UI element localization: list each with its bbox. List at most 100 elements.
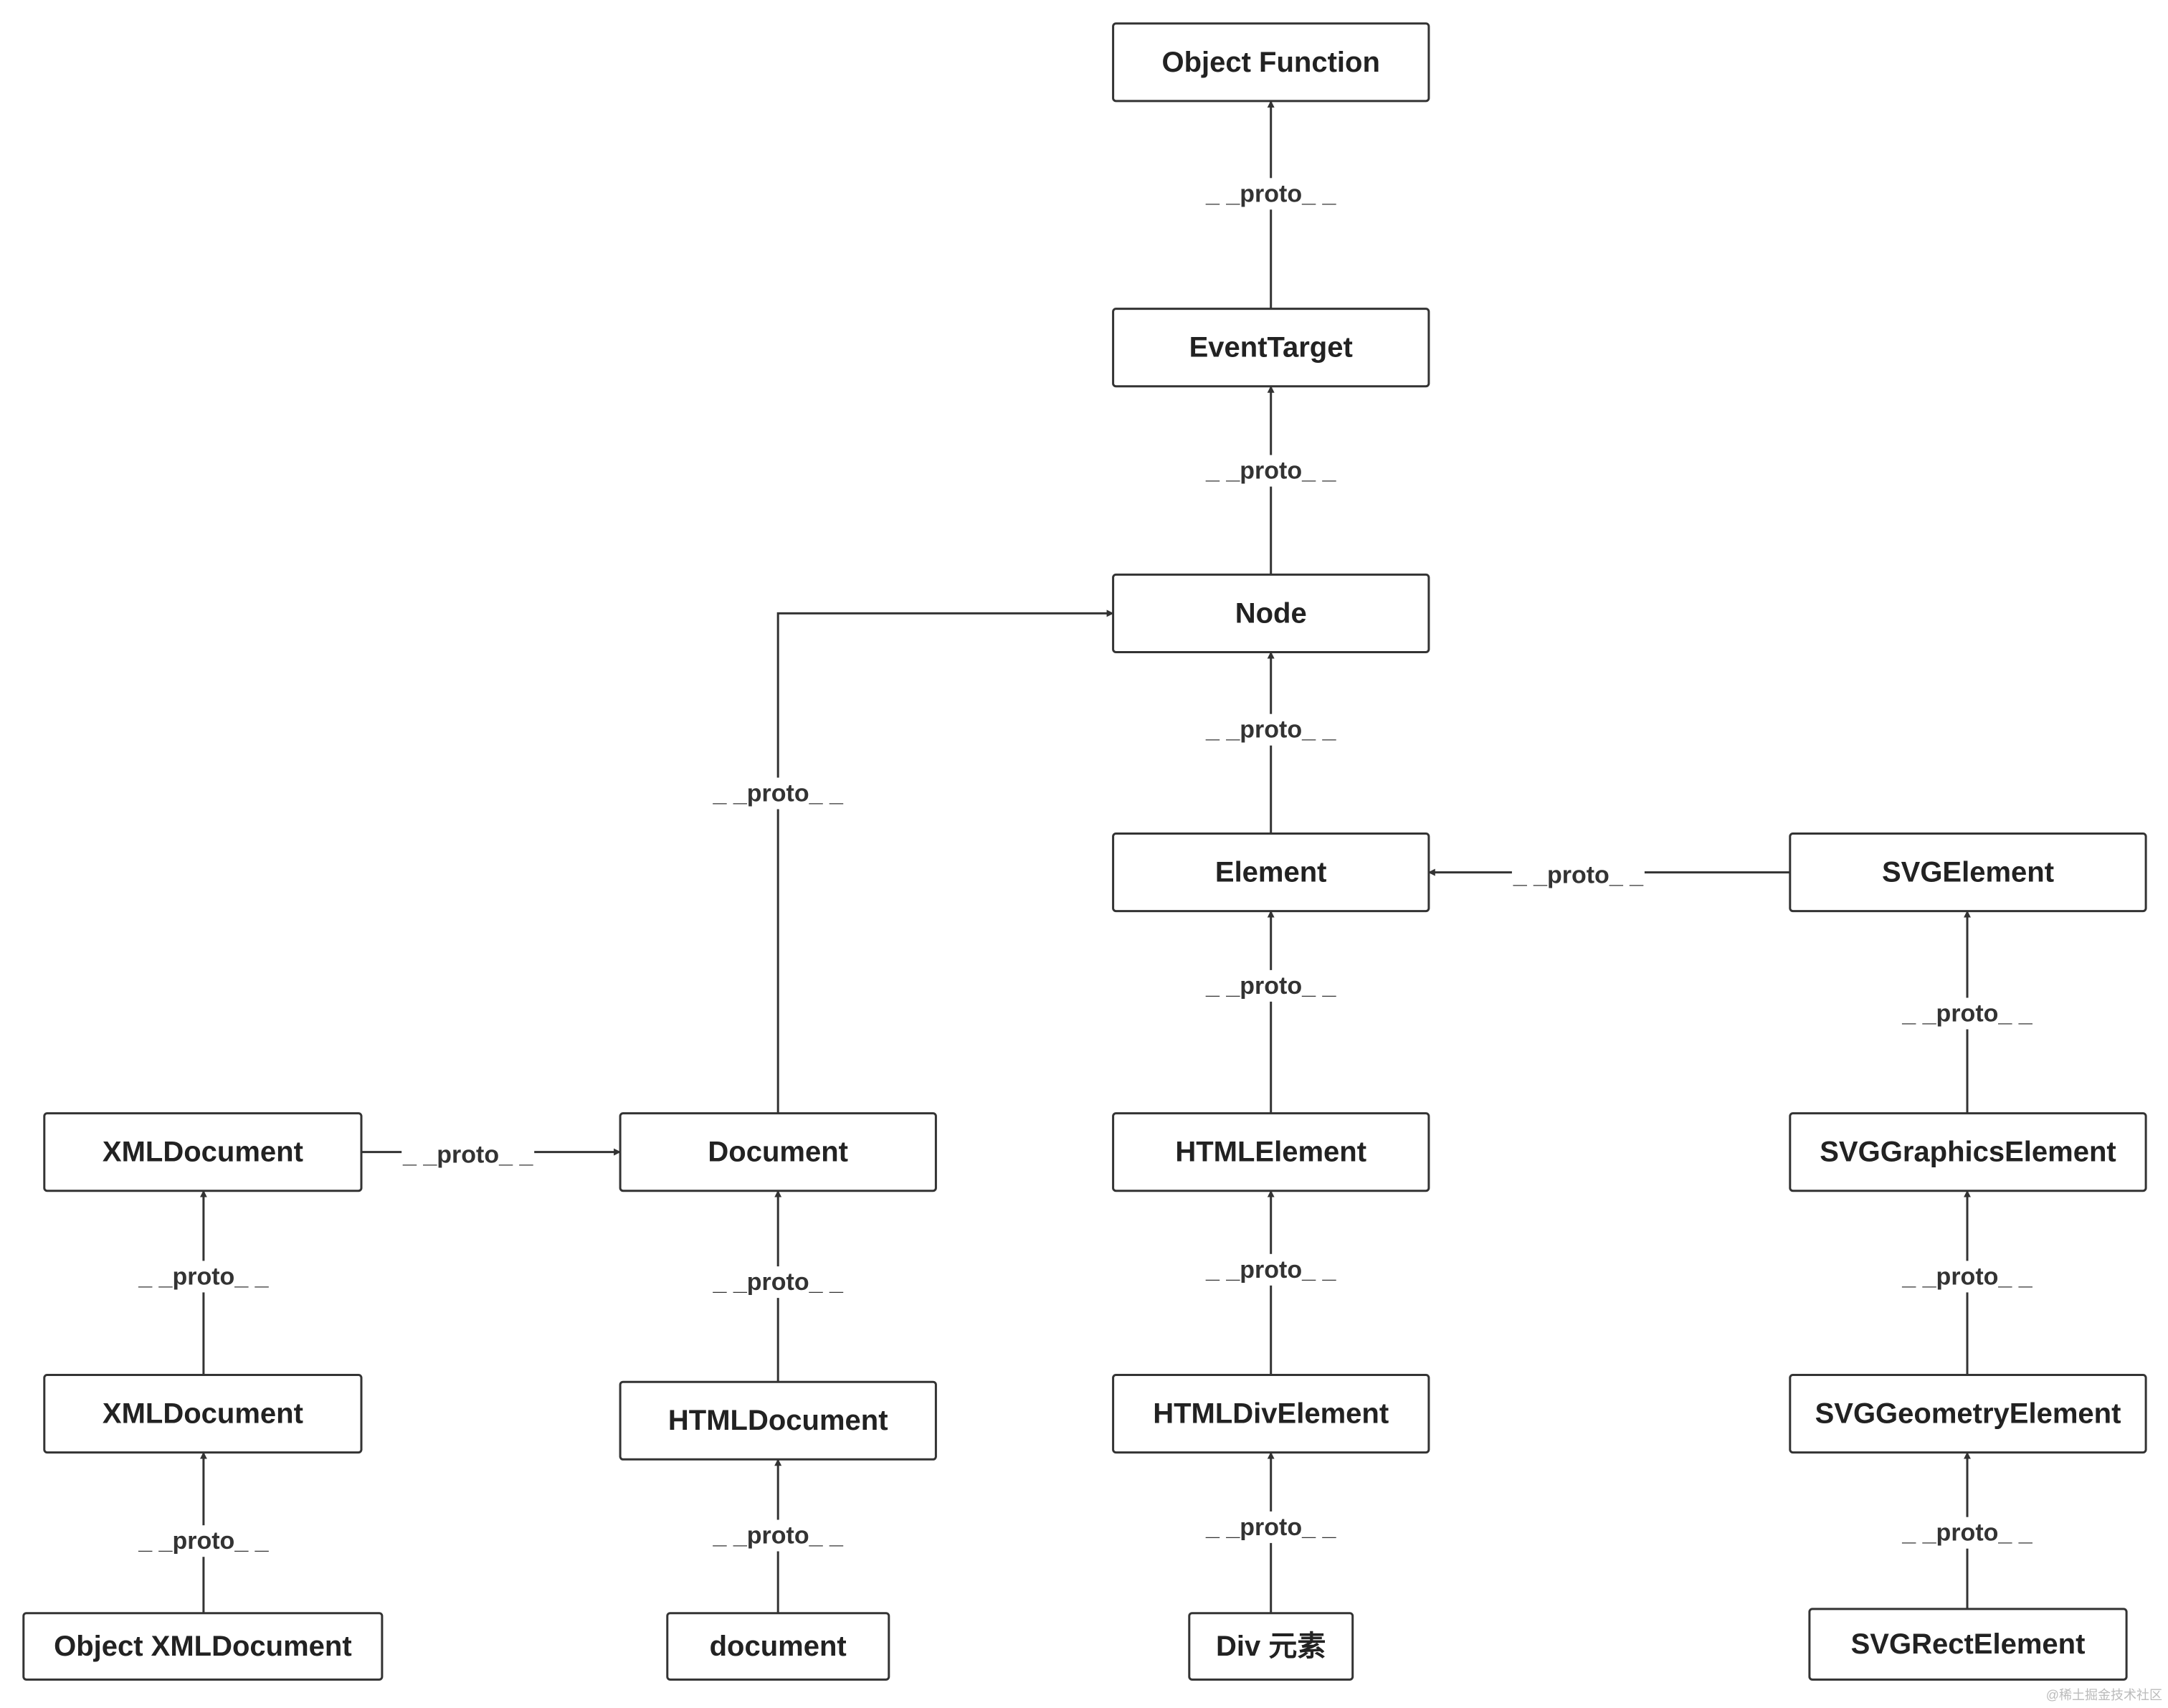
node-svg-graphics-element: SVGGraphicsElement	[1789, 1112, 2147, 1192]
node-box	[619, 1112, 937, 1192]
node-node: Node	[1112, 573, 1430, 654]
node-div-element: Div 元素	[1188, 1612, 1354, 1681]
edge-label-background	[137, 1261, 270, 1293]
edge-svg-rect-element-to-svg-geometry-element: _ _proto_ _	[1901, 1451, 2034, 1609]
node-object-xml-document: Object XMLDocument	[22, 1612, 384, 1681]
edge-label-proto: _ _proto_ _	[402, 1142, 533, 1169]
node-box	[1112, 832, 1430, 913]
edge-label-background	[1204, 713, 1338, 746]
edge-label-proto: _ _proto_ _	[1901, 1000, 2033, 1028]
node-box	[22, 1612, 384, 1681]
edge-label-background	[1204, 178, 1338, 210]
edge-label-background	[1901, 1261, 2034, 1293]
edge-event-target-to-object-function: _ _proto_ _	[1204, 100, 1338, 309]
node-box	[1188, 1612, 1354, 1681]
edge-label-proto: _ _proto_ _	[713, 780, 844, 807]
node-box	[1789, 832, 2147, 913]
edge-svg-element-to-element: _ _proto_ _	[1427, 859, 1790, 891]
watermark-text: @稀土掘金技术社区	[2046, 1688, 2162, 1702]
edge-label-proto: _ _proto_ _	[1205, 1256, 1336, 1284]
edge-html-div-element-to-html-element: _ _proto_ _	[1204, 1190, 1338, 1375]
node-xml-document-2: XMLDocument	[43, 1374, 363, 1454]
node-element: Element	[1112, 832, 1430, 913]
node-label: SVGGraphicsElement	[1820, 1137, 2116, 1168]
edge-arrow	[776, 609, 1114, 1114]
node-label: SVGElement	[1882, 857, 2054, 888]
edge-label-proto: _ _proto_ _	[713, 1522, 844, 1550]
node-html-element: HTMLElement	[1112, 1112, 1430, 1192]
node-box	[666, 1612, 890, 1681]
edge-object-xml-document-to-xml-document-2: _ _proto_ _	[137, 1451, 270, 1613]
edge-html-element-to-element: _ _proto_ _	[1204, 910, 1338, 1114]
node-label: SVGGeometryElement	[1815, 1398, 2121, 1430]
node-box	[1112, 22, 1430, 103]
edge-label-background	[1204, 1253, 1338, 1286]
edge-label-proto: _ _proto_ _	[1901, 1519, 2033, 1547]
edge-xml-document-2-to-xml-document-1: _ _proto_ _	[137, 1190, 270, 1375]
edge-node-to-event-target: _ _proto_ _	[1204, 385, 1338, 575]
edge-html-document-to-document-class: _ _proto_ _	[711, 1190, 845, 1382]
node-label: Node	[1235, 597, 1307, 629]
edge-label-proto: _ _proto_ _	[713, 1268, 844, 1296]
edge-label-proto: _ _proto_ _	[1205, 180, 1336, 207]
edge-label-background	[137, 1525, 270, 1557]
edge-label-proto: _ _proto_ _	[138, 1527, 269, 1555]
node-box	[1789, 1112, 2147, 1192]
node-svg-element: SVGElement	[1789, 832, 2147, 913]
edge-label-background	[711, 777, 845, 810]
edge-label-background	[1204, 969, 1338, 1002]
node-box	[43, 1112, 363, 1192]
edge-label-proto: _ _proto_ _	[1205, 1514, 1336, 1541]
node-box	[619, 1380, 937, 1461]
edge-label-background	[711, 1519, 845, 1552]
edge-document-class-to-node: _ _proto_ _	[711, 609, 1114, 1114]
node-label: Element	[1215, 857, 1327, 888]
node-xml-document-1: XMLDocument	[43, 1112, 363, 1192]
node-label: SVGRectElement	[1851, 1628, 2086, 1660]
edge-xml-document-1-to-document-class: _ _proto_ _	[361, 1139, 622, 1171]
edge-label-proto: _ _proto_ _	[1205, 972, 1336, 1000]
edge-document-instance-to-html-document: _ _proto_ _	[711, 1458, 845, 1613]
edge-label-proto: _ _proto_ _	[1205, 457, 1336, 485]
node-label: XMLDocument	[103, 1398, 303, 1430]
edge-label-proto: _ _proto_ _	[1901, 1263, 2033, 1290]
edge-label-background	[1204, 455, 1338, 487]
node-document-class: Document	[619, 1112, 937, 1192]
edge-label-background	[401, 1139, 535, 1171]
edges-layer: _ _proto_ _ _ _proto_ _ _ _proto_ _ _ _prot…	[137, 100, 2034, 1613]
edge-label-background	[1511, 859, 1645, 891]
node-box	[1112, 1112, 1430, 1192]
edge-div-element-to-html-div-element: _ _proto_ _	[1204, 1451, 1338, 1613]
node-label: XMLDocument	[103, 1137, 303, 1168]
node-label: Object Function	[1161, 47, 1379, 78]
node-svg-rect-element: SVGRectElement	[1808, 1608, 2128, 1681]
edge-element-to-node: _ _proto_ _	[1204, 651, 1338, 834]
node-object-function: Object Function	[1112, 22, 1430, 103]
node-html-div-element: HTMLDivElement	[1112, 1374, 1430, 1454]
node-svg-geometry-element: SVGGeometryElement	[1789, 1374, 2147, 1454]
node-box	[43, 1374, 363, 1454]
edge-svg-graphics-element-to-svg-element: _ _proto_ _	[1901, 910, 2034, 1114]
edge-label-background	[1204, 1511, 1338, 1543]
node-event-target: EventTarget	[1112, 308, 1430, 388]
node-label: HTMLDocument	[668, 1405, 888, 1436]
node-label: HTMLElement	[1175, 1137, 1366, 1168]
node-label: document	[710, 1631, 847, 1662]
edge-label-background	[711, 1266, 845, 1299]
node-label: Div 元素	[1216, 1631, 1326, 1662]
node-box	[1112, 1374, 1430, 1454]
edge-label-proto: _ _proto_ _	[1205, 716, 1336, 744]
node-label: EventTarget	[1189, 332, 1353, 364]
node-label: Object XMLDocument	[54, 1631, 352, 1662]
node-label: Document	[708, 1137, 848, 1168]
edge-label-background	[1901, 997, 2034, 1030]
edge-label-proto: _ _proto_ _	[1513, 861, 1644, 888]
node-box	[1808, 1608, 2128, 1681]
node-box	[1789, 1374, 2147, 1454]
node-html-document: HTMLDocument	[619, 1380, 937, 1461]
node-label: HTMLDivElement	[1153, 1398, 1389, 1430]
node-box	[1112, 308, 1430, 388]
node-box	[1112, 573, 1430, 654]
